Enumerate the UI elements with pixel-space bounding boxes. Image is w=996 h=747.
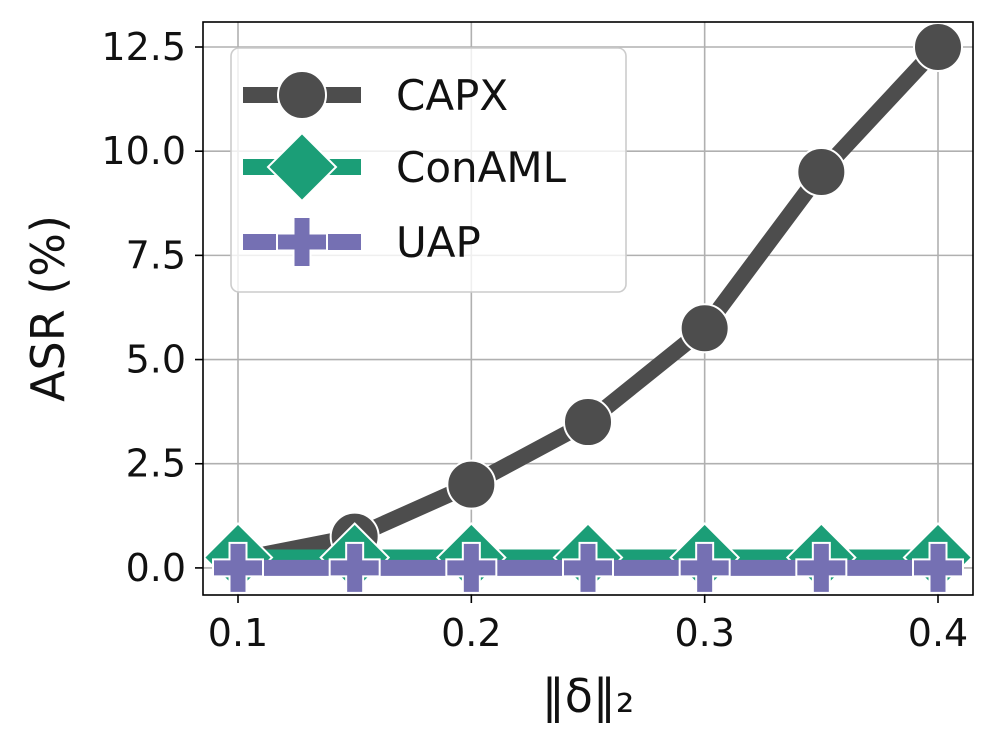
series-uap xyxy=(212,541,964,594)
uap-point xyxy=(328,541,381,594)
plot-area xyxy=(203,22,973,594)
uap-point xyxy=(912,541,964,594)
legend-label: ConAML xyxy=(396,143,567,192)
y-tick-label: 7.5 xyxy=(126,233,186,277)
capx-point xyxy=(913,22,963,73)
x-tick-label: 0.2 xyxy=(441,611,501,655)
y-tick-label: 10.0 xyxy=(101,129,186,173)
legend-box xyxy=(230,47,627,293)
legend-marker xyxy=(276,216,328,268)
y-tick-label: 0.0 xyxy=(126,546,186,590)
y-tick-label: 5.0 xyxy=(126,338,186,382)
uap-point xyxy=(795,541,848,594)
capx-point xyxy=(796,147,847,198)
legend-item-uap: UAP xyxy=(243,216,481,268)
legend-item-conaml: ConAML xyxy=(243,131,567,203)
plot-frame xyxy=(202,21,974,596)
x-axis-label: ‖δ‖₂ xyxy=(542,669,635,724)
y-axis-label: ASR (%) xyxy=(21,215,75,402)
legend-item-capx: CAPX xyxy=(243,70,508,120)
legend-marker xyxy=(266,131,338,203)
legend-label: CAPX xyxy=(396,71,508,120)
capx-point xyxy=(679,303,730,354)
y-tick-label: 12.5 xyxy=(101,25,186,69)
x-tick-label: 0.1 xyxy=(208,611,268,655)
uap-point xyxy=(562,541,614,594)
legend-label: UAP xyxy=(396,218,481,267)
legend-marker xyxy=(277,70,327,120)
x-tick-label: 0.3 xyxy=(674,611,734,655)
x-axis-ticks: 0.1 0.2 0.3 0.4 xyxy=(208,595,968,655)
series-layer xyxy=(203,22,973,594)
capx-point xyxy=(563,397,613,448)
y-axis-ticks: 0.0 2.5 5.0 7.5 10.0 12.5 xyxy=(101,25,203,590)
uap-point xyxy=(678,541,731,594)
x-tick-label: 0.4 xyxy=(908,611,968,655)
legend: CAPX ConAML UAP xyxy=(230,47,627,293)
capx-point xyxy=(446,459,497,510)
y-tick-label: 2.5 xyxy=(126,442,186,486)
uap-point xyxy=(445,541,498,594)
uap-point xyxy=(212,541,264,594)
